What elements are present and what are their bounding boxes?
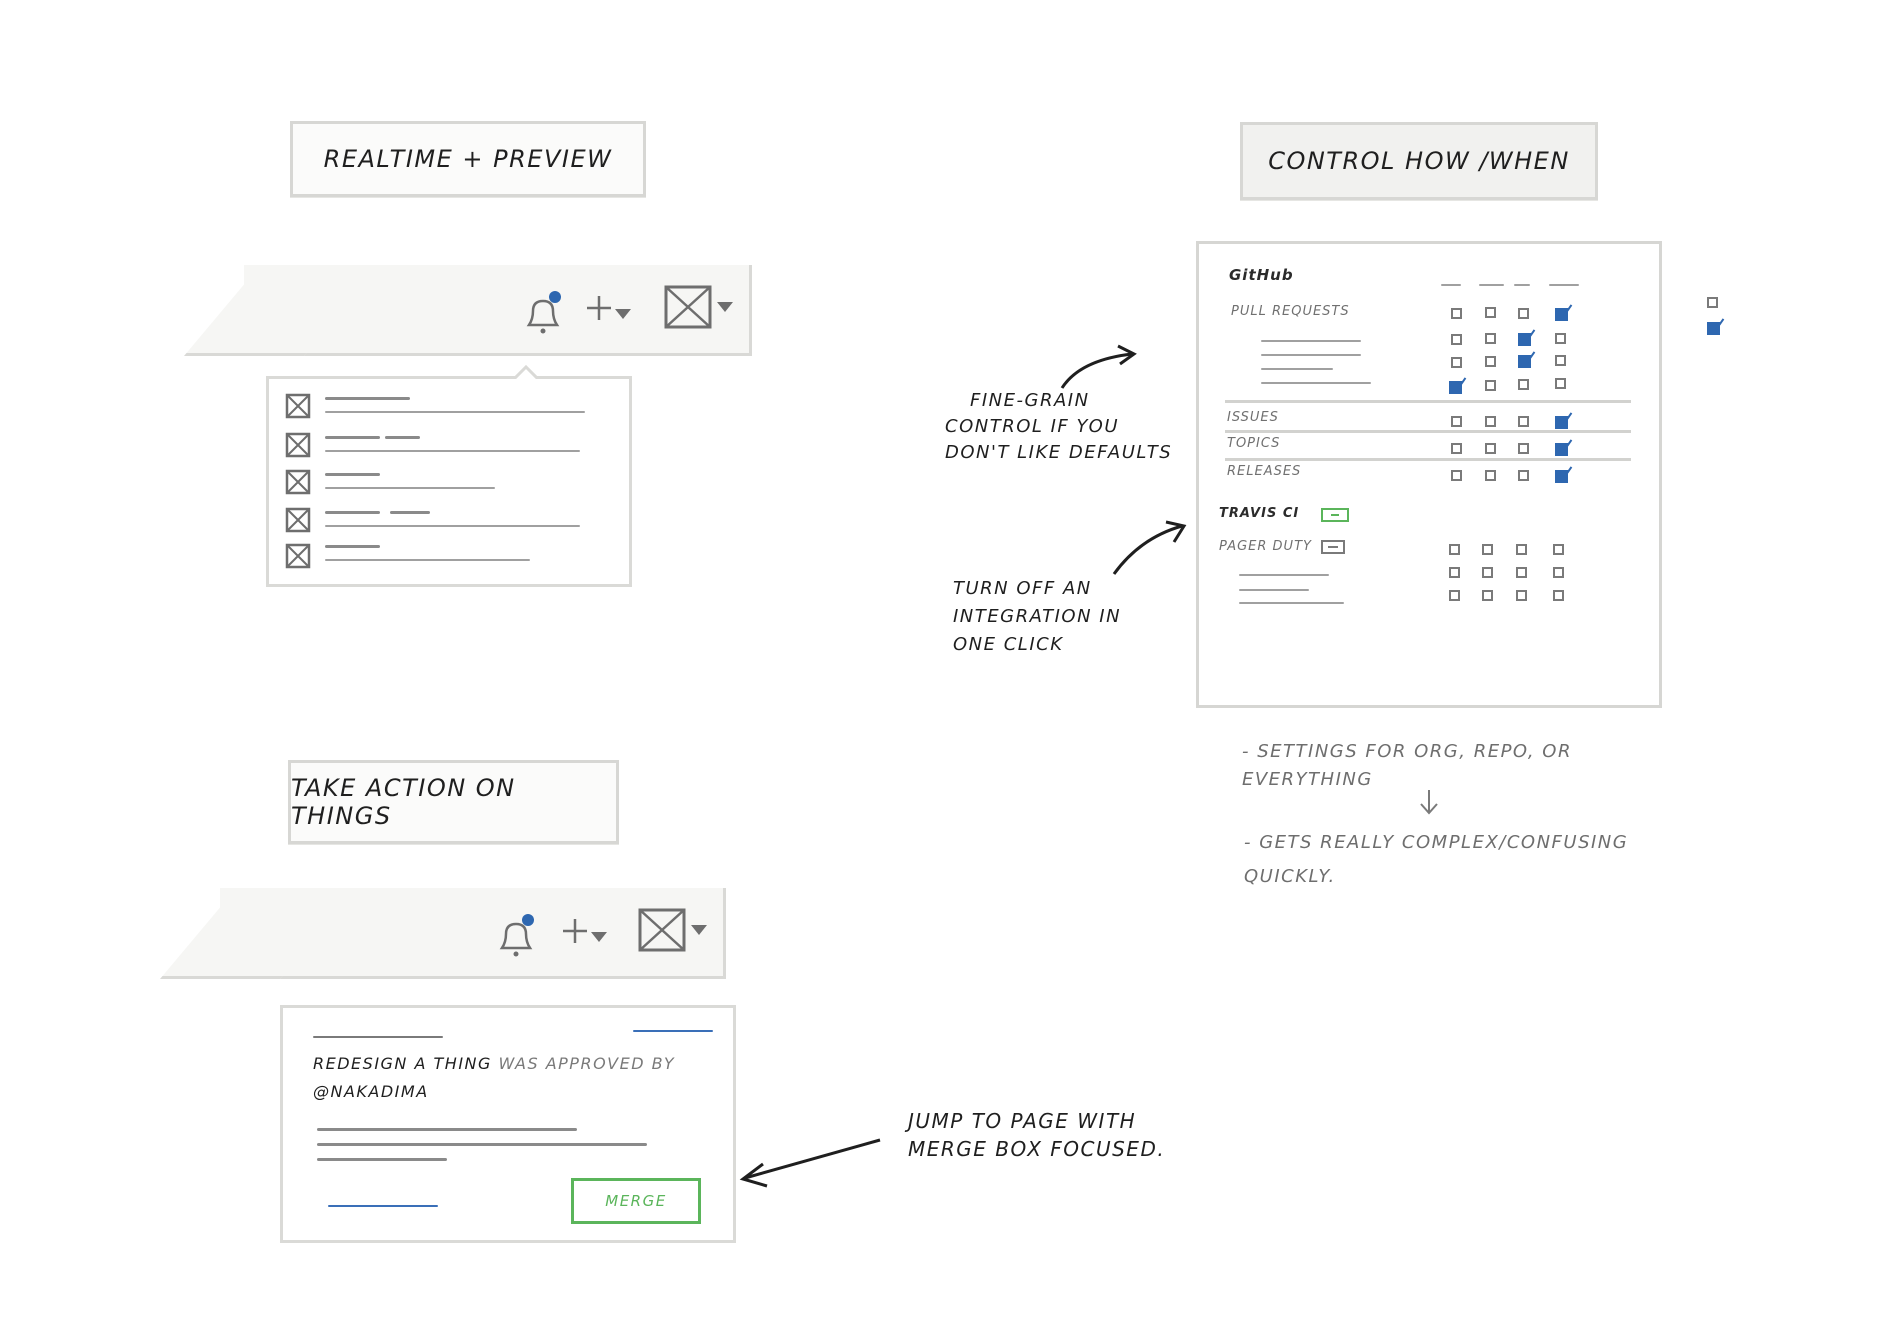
checkbox-icon[interactable] — [1555, 378, 1566, 389]
header-toolbar-top — [184, 265, 752, 356]
caret-down-icon[interactable] — [716, 301, 734, 313]
checkbox-icon[interactable] — [1555, 470, 1568, 483]
complex-note: - Gets really complex/confusing quickly. — [1244, 832, 1629, 887]
checkbox-icon[interactable] — [1451, 308, 1462, 319]
checkbox-icon[interactable] — [1451, 443, 1462, 454]
checkbox-icon[interactable] — [1449, 544, 1460, 555]
checkbox-icon[interactable] — [1485, 380, 1496, 391]
checkbox-icon[interactable] — [1518, 333, 1531, 346]
checkbox-icon[interactable] — [1482, 567, 1493, 578]
turn-off-note: Turn off an integration in one click — [953, 578, 1122, 655]
list-item[interactable] — [285, 469, 605, 499]
avatar-placeholder-icon — [285, 507, 311, 533]
checkbox-icon[interactable] — [1485, 356, 1496, 367]
list-item[interactable] — [285, 432, 605, 462]
github-settings-panel: GitHub Pull requests Issues Topics Relea… — [1196, 241, 1662, 708]
issues-label[interactable]: Issues — [1227, 410, 1279, 425]
checkbox-icon[interactable] — [1451, 357, 1462, 368]
checkbox-icon[interactable] — [1451, 470, 1462, 481]
avatar-placeholder-icon — [285, 469, 311, 495]
travis-toggle[interactable] — [1321, 508, 1349, 522]
pull-requests-label[interactable]: Pull requests — [1231, 304, 1350, 319]
avatar-placeholder-icon[interactable] — [664, 285, 712, 329]
checkbox-icon[interactable] — [1449, 381, 1462, 394]
list-item[interactable] — [285, 543, 605, 573]
checkbox-icon[interactable] — [1518, 379, 1529, 390]
merge-button[interactable]: Merge — [571, 1178, 701, 1224]
arrow-icon — [1060, 344, 1137, 389]
checkbox-icon[interactable] — [1553, 590, 1564, 601]
checkbox-icon[interactable] — [1485, 470, 1496, 481]
checkbox-icon[interactable] — [1555, 333, 1566, 344]
checkbox-icon[interactable] — [1518, 470, 1529, 481]
notification-action-card[interactable]: Redesign a thing was approved by @nakadi… — [280, 1005, 736, 1243]
arrow-icon — [739, 1138, 881, 1188]
travis-label: Travis CI — [1219, 506, 1300, 521]
list-item[interactable] — [285, 393, 605, 423]
realtime-preview-title: Realtime + Preview — [290, 121, 646, 197]
take-action-title: Take Action on Things — [288, 760, 619, 844]
caret-down-icon[interactable] — [590, 931, 608, 943]
notification-text: Redesign a thing was approved by @nakadi… — [313, 1050, 713, 1106]
checkbox-icon[interactable] — [1451, 416, 1462, 427]
checkbox-icon[interactable] — [1449, 590, 1460, 601]
notification-title: Redesign a thing — [313, 1054, 492, 1073]
list-item[interactable] — [285, 507, 605, 537]
checkbox-icon[interactable] — [1482, 590, 1493, 601]
avatar-placeholder-icon — [285, 543, 311, 569]
checkbox-icon[interactable] — [1518, 416, 1529, 427]
checkbox-icon — [1707, 322, 1720, 335]
checkbox-icon[interactable] — [1516, 544, 1527, 555]
checkbox-icon[interactable] — [1485, 333, 1496, 344]
checkbox-icon[interactable] — [1485, 416, 1496, 427]
plus-icon[interactable] — [560, 916, 590, 946]
checkbox-icon[interactable] — [1516, 567, 1527, 578]
plus-icon[interactable] — [584, 293, 614, 323]
fine-grain-note: Fine-Grain control if you don't like def… — [945, 390, 1173, 463]
caret-down-icon[interactable] — [690, 924, 708, 936]
github-heading: GitHub — [1229, 266, 1294, 284]
bell-icon[interactable] — [492, 912, 540, 960]
arrow-icon — [1420, 790, 1438, 815]
checkbox-icon[interactable] — [1485, 443, 1496, 454]
header-toolbar-bottom — [160, 888, 726, 979]
checkbox-icon[interactable] — [1553, 544, 1564, 555]
pagerduty-toggle[interactable] — [1321, 540, 1345, 554]
arrow-icon — [1112, 520, 1187, 575]
topics-label[interactable]: Topics — [1227, 436, 1281, 451]
control-title: Control How /when — [1240, 122, 1598, 200]
checkbox-icon[interactable] — [1518, 355, 1531, 368]
checkbox-icon[interactable] — [1518, 308, 1529, 319]
checkbox-icon[interactable] — [1555, 355, 1566, 366]
checkbox-icon[interactable] — [1555, 308, 1568, 321]
checkbox-icon[interactable] — [1553, 567, 1564, 578]
checkbox-icon[interactable] — [1482, 544, 1493, 555]
checkbox-icon — [1707, 297, 1718, 308]
approved-by-text: was approved by — [498, 1054, 676, 1073]
jump-note: Jump to page with merge box focused. — [908, 1109, 1166, 1161]
pagerduty-label: Pager duty — [1219, 539, 1312, 554]
caret-down-icon[interactable] — [614, 308, 632, 320]
checkbox-icon[interactable] — [1555, 443, 1568, 456]
checkbox-icon[interactable] — [1485, 307, 1496, 318]
notification-preview-dropdown — [266, 365, 632, 587]
bell-icon[interactable] — [519, 289, 567, 337]
releases-label[interactable]: Releases — [1227, 464, 1302, 479]
checkbox-icon[interactable] — [1451, 334, 1462, 345]
avatar-placeholder-icon — [285, 393, 311, 419]
checkbox-icon[interactable] — [1449, 567, 1460, 578]
avatar-placeholder-icon[interactable] — [638, 908, 686, 952]
checkbox-icon[interactable] — [1518, 443, 1529, 454]
notification-user: @nakadima — [313, 1082, 429, 1101]
settings-note: - Settings for org, repo, or everything — [1242, 741, 1572, 790]
checkbox-icon[interactable] — [1555, 416, 1568, 429]
checkbox-icon[interactable] — [1516, 590, 1527, 601]
avatar-placeholder-icon — [285, 432, 311, 458]
